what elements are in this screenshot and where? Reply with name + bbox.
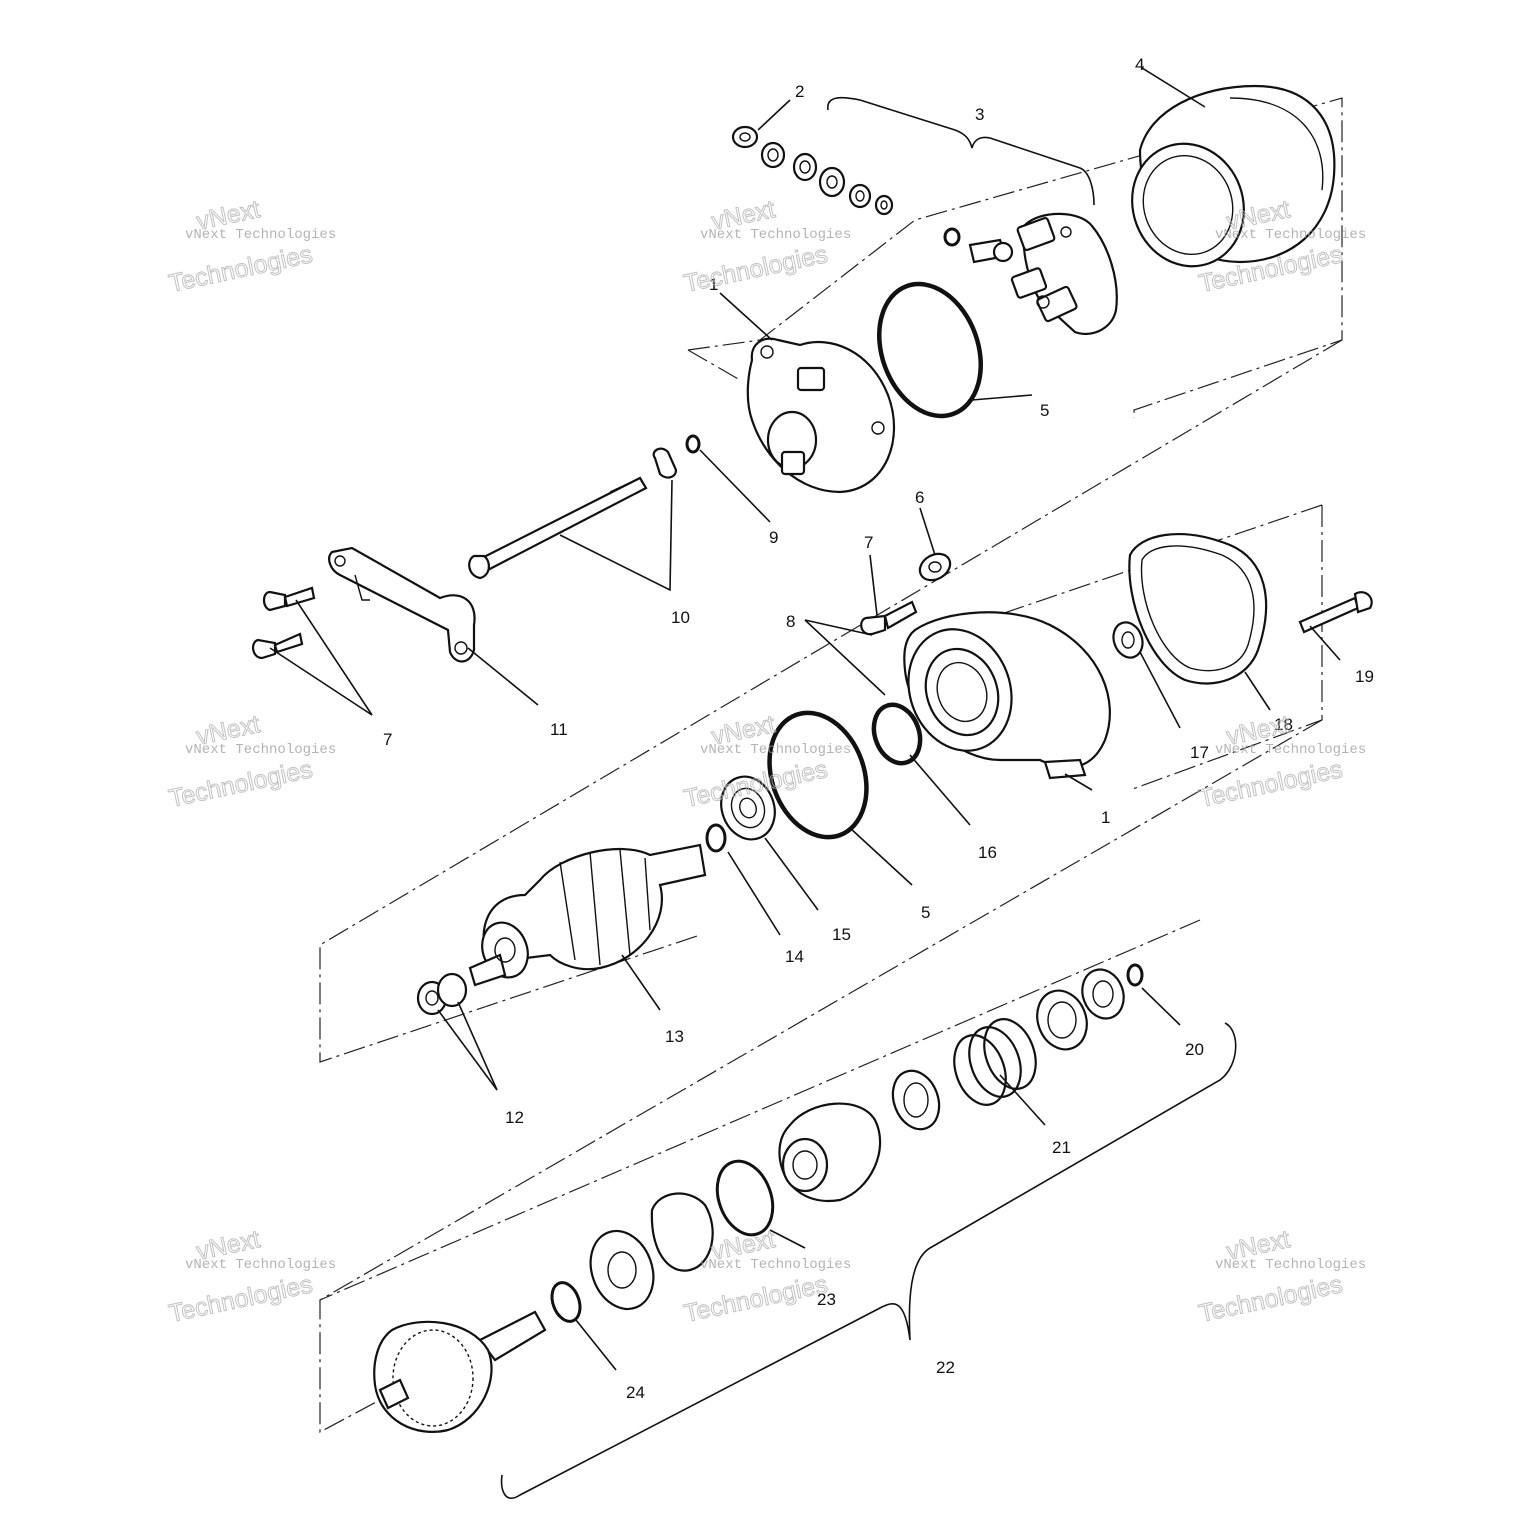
watermark-6: vNext vNext Technologies Technologies	[1196, 710, 1366, 814]
callout-5-top: 5	[1040, 401, 1049, 420]
brush-holder-assembly	[943, 212, 1118, 336]
callout-5-mid: 5	[921, 903, 930, 922]
watermark-2: vNext vNext Technologies Technologies	[681, 195, 851, 299]
callout-4: 4	[1135, 55, 1144, 74]
svg-text:vNext Technologies: vNext Technologies	[1215, 742, 1366, 758]
callout-21: 21	[1052, 1138, 1071, 1157]
bearing	[720, 775, 776, 841]
svg-text:vNext Technologies: vNext Technologies	[700, 227, 851, 243]
svg-text:vNext Technologies: vNext Technologies	[700, 742, 851, 758]
svg-text:Technologies: Technologies	[166, 1270, 315, 1328]
callout-10: 10	[671, 608, 690, 627]
callout-1-top: 1	[709, 275, 718, 294]
callout-labels: 4 2 3 1 5 6 9 7 10 8 19 11 7 18 17 1 16 …	[383, 55, 1374, 1402]
callout-14: 14	[785, 947, 804, 966]
svg-text:Technologies: Technologies	[681, 240, 830, 298]
spacer-washers	[416, 972, 468, 1016]
leader-lines	[269, 67, 1341, 1371]
spring	[953, 1018, 1037, 1106]
through-bolt	[468, 447, 678, 580]
callout-18: 18	[1274, 715, 1293, 734]
watermark-1: vNext vNext Technologies Technologies	[166, 195, 336, 299]
bracket-22	[500, 1022, 1237, 1499]
svg-text:Technologies: Technologies	[1196, 755, 1345, 813]
svg-text:vNext Technologies: vNext Technologies	[185, 227, 336, 243]
watermark-4: vNext vNext Technologies Technologies	[166, 710, 336, 814]
assembly-outline-lines	[319, 97, 1343, 1433]
watermark-7: vNext vNext Technologies Technologies	[166, 1225, 336, 1329]
svg-text:vNext Technologies: vNext Technologies	[700, 1257, 851, 1273]
svg-text:vNext Technologies: vNext Technologies	[185, 1257, 336, 1273]
washer-and-bolt-mid	[860, 552, 952, 636]
callout-24: 24	[626, 1383, 645, 1402]
pinion-shaft	[373, 1310, 547, 1433]
callout-12: 12	[505, 1108, 524, 1127]
callout-17: 17	[1190, 743, 1209, 762]
clutch-gear	[778, 1102, 882, 1203]
callout-8: 8	[786, 612, 795, 631]
callout-9: 9	[769, 528, 778, 547]
bolts-left	[252, 586, 316, 660]
svg-text:Technologies: Technologies	[681, 1270, 830, 1328]
callout-23: 23	[817, 1290, 836, 1309]
rear-cover	[746, 337, 896, 494]
front-bracket-housing	[903, 611, 1111, 780]
callout-1-mid: 1	[1101, 808, 1110, 827]
svg-text:vNext Technologies: vNext Technologies	[1215, 1257, 1366, 1273]
bracket-3	[827, 96, 1095, 206]
svg-text:vNext Technologies: vNext Technologies	[1215, 227, 1366, 243]
nut-washer-set	[731, 125, 894, 216]
svg-text:Technologies: Technologies	[166, 755, 315, 813]
callout-15: 15	[832, 925, 851, 944]
callout-19: 19	[1355, 667, 1374, 686]
svg-text:Technologies: Technologies	[1196, 1270, 1345, 1328]
callout-22: 22	[936, 1358, 955, 1377]
gasket	[1128, 533, 1268, 685]
armature	[468, 843, 707, 987]
o-ring-top	[877, 281, 983, 419]
svg-text:vNext Technologies: vNext Technologies	[185, 742, 336, 758]
svg-text:Technologies: Technologies	[166, 240, 315, 298]
callout-3: 3	[975, 105, 984, 124]
collar	[1081, 968, 1125, 1020]
bracket-plate	[328, 546, 476, 663]
callout-11: 11	[550, 720, 568, 739]
callout-2: 2	[795, 82, 804, 101]
watermark-9: vNext vNext Technologies Technologies	[1196, 1225, 1366, 1329]
callout-13: 13	[665, 1027, 684, 1046]
callout-7-left: 7	[383, 730, 392, 749]
callout-6: 6	[915, 488, 924, 507]
bolt-right	[1298, 596, 1360, 634]
callout-16: 16	[978, 843, 997, 862]
callout-7-mid: 7	[864, 533, 873, 552]
yoke-housing	[1131, 84, 1336, 268]
callout-20: 20	[1185, 1040, 1204, 1059]
